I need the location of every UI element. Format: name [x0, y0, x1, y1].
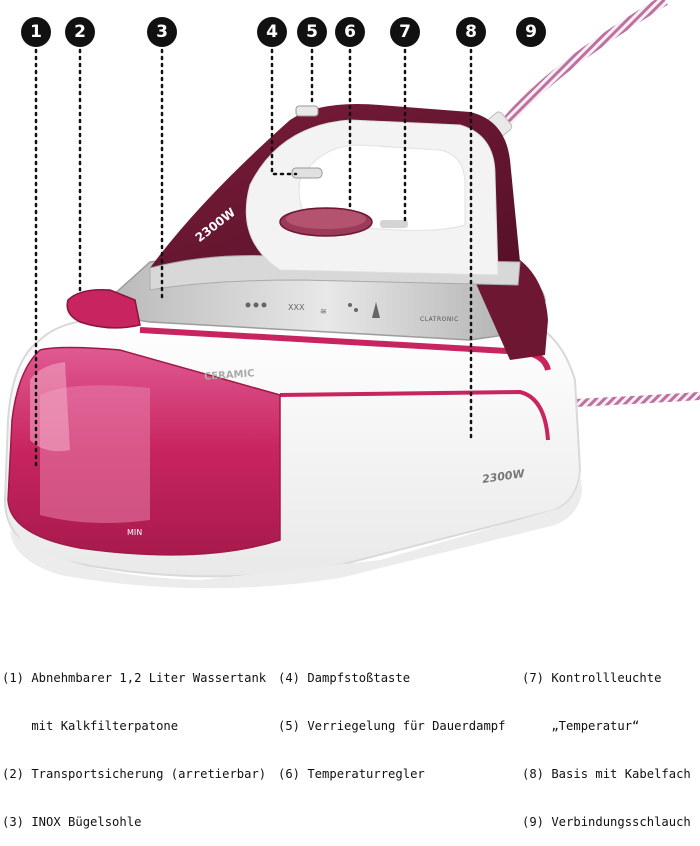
caption-line: (2) Transportsicherung (arretierbar) [2, 767, 267, 781]
caption-column-1: (1) Abnehmbarer 1,2 Liter Wassertank mit… [2, 638, 266, 846]
caption-line: „Temperatur“ [522, 719, 640, 733]
leader-4 [270, 48, 298, 176]
iron-rear [470, 260, 548, 360]
callout-4: 4 [257, 17, 287, 47]
base-side-line [279, 389, 550, 441]
tank-min-label: MIN [127, 528, 143, 537]
callout-1: 1 [21, 17, 51, 47]
caption-line: mit Kalkfilterpatone [2, 719, 179, 733]
callout-leaders [34, 48, 473, 472]
caption-line: (7) Kontrollleuchte [522, 671, 662, 685]
callout-5: 5 [297, 17, 327, 47]
callout-2: 2 [65, 17, 95, 47]
soleplate-icons: XXX ≋ [245, 302, 380, 318]
steam-button [291, 167, 323, 179]
transport-lock [66, 288, 141, 329]
indicator-lamp [380, 220, 408, 228]
caption-line: (8) Basis mit Kabelfach [522, 767, 691, 781]
caption-line: (6) Temperaturregler [278, 767, 425, 781]
caption-column-2: (4) Dampfstoßtaste (5) Verriegelung für … [278, 638, 505, 798]
callout-7: 7 [390, 17, 420, 47]
steam-iron-drawing: XXX ≋ [3, 0, 700, 589]
hose-upper [495, 0, 668, 134]
caption-column-3: (7) Kontrollleuchte „Temperatur“ (8) Bas… [522, 638, 691, 846]
brand-label: CLATRONIC [420, 316, 459, 323]
callout-3: 3 [147, 17, 177, 47]
caption-line: (1) Abnehmbarer 1,2 Liter Wassertank [2, 671, 267, 685]
steam-lock-slider [295, 105, 319, 117]
caption-line: (9) Verbindungsschlauch [522, 815, 691, 829]
callout-6: 6 [335, 17, 365, 47]
callout-9: 9 [516, 17, 546, 47]
callout-8: 8 [456, 17, 486, 47]
water-tank-highlight [30, 362, 70, 452]
caption-line: (3) INOX Bügelsohle [2, 815, 142, 829]
svg-text:XXX: XXX [288, 303, 305, 312]
caption-line: (4) Dampfstoßtaste [278, 671, 411, 685]
product-illustration: XXX ≋ 2300W 2300W CERAMIC MIN CLATRONIC … [2, 0, 700, 829]
svg-text:≋: ≋ [320, 307, 327, 316]
caption-line: (5) Verriegelung für Dauerdampf [278, 719, 506, 733]
